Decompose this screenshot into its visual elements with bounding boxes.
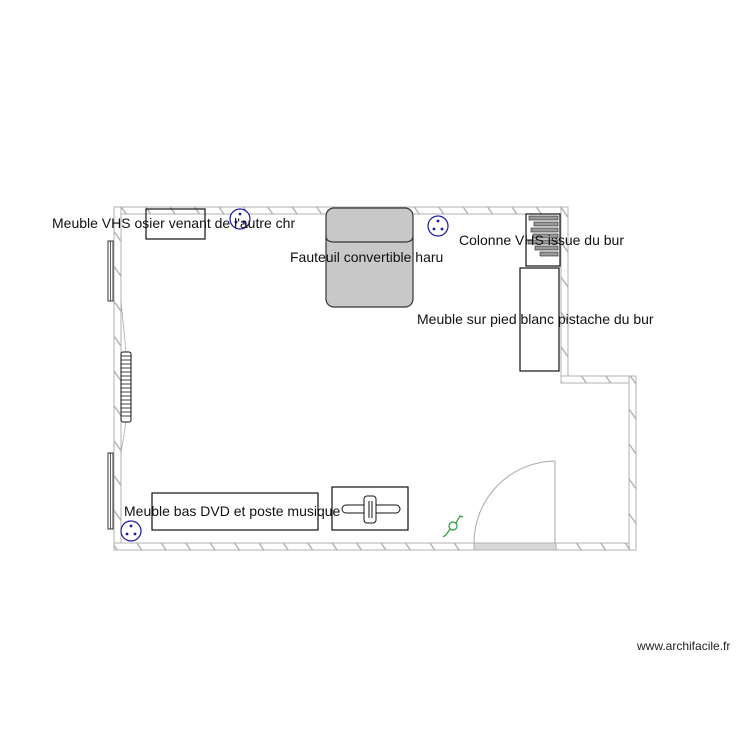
- wall-step: [560, 375, 637, 384]
- wall-right-lower: [628, 375, 637, 551]
- outlet-icon: [120, 520, 142, 542]
- label-colonne-vhs: Colonne VHS issue du bur: [459, 232, 624, 248]
- wall-bottom: [113, 542, 637, 551]
- outlet-icon: [427, 215, 449, 237]
- window-upper: [107, 240, 114, 302]
- radiator-icon: [120, 300, 132, 454]
- label-meuble-bas-dvd: Meuble bas DVD et poste musique: [124, 503, 341, 519]
- door[interactable]: [473, 460, 557, 551]
- window-lower: [107, 452, 114, 530]
- furniture-fauteuil-convertible[interactable]: [325, 207, 414, 308]
- furniture-poste-musique[interactable]: [331, 486, 409, 531]
- furniture-meuble-bas-dvd[interactable]: [151, 492, 319, 531]
- outlet-icon: [229, 208, 251, 230]
- wall-left: [113, 206, 122, 551]
- switch-icon: [442, 515, 464, 538]
- label-meuble-pied-blanc: Meuble sur pied blanc pistache du bur: [417, 311, 654, 327]
- label-meuble-vhs-osier: Meuble VHS osier venant de l'autre chr: [52, 215, 296, 231]
- furniture-colonne-vhs[interactable]: [525, 213, 561, 267]
- label-fauteuil: Fauteuil convertible haru: [290, 249, 444, 265]
- furniture-meuble-vhs-osier[interactable]: [145, 208, 206, 240]
- watermark: www.archifacile.fr: [637, 639, 731, 653]
- furniture-meuble-pied-blanc[interactable]: [519, 267, 560, 372]
